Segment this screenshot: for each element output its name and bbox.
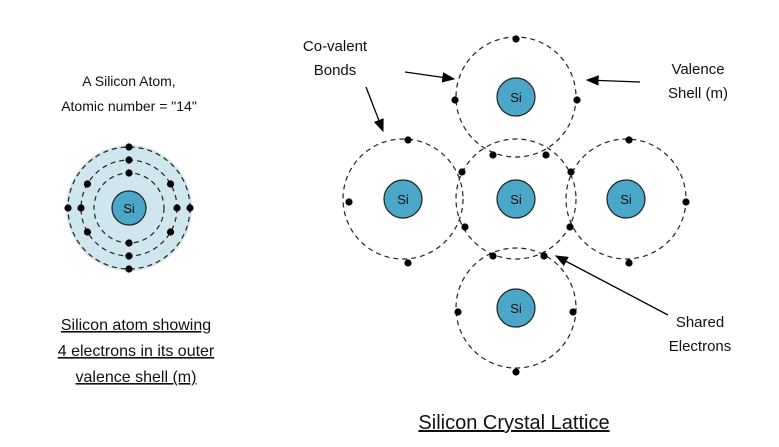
electron — [458, 168, 466, 176]
electron — [566, 223, 574, 231]
lattice-atom-left: Si — [342, 138, 464, 260]
electron — [573, 96, 581, 104]
nucleus — [496, 179, 536, 219]
electron — [404, 136, 412, 144]
electron — [625, 259, 633, 267]
valence-shell — [455, 247, 577, 369]
atom-caption-line2: Atomic number = "14" — [61, 98, 197, 114]
nucleus-symbol: Si — [397, 192, 409, 207]
nucleus — [111, 190, 147, 226]
electron — [166, 180, 175, 188]
electron — [77, 204, 85, 212]
electron — [83, 180, 92, 188]
electron — [125, 143, 133, 151]
electron — [567, 168, 575, 176]
atom-description-line2: 4 electrons in its outer — [58, 343, 215, 360]
electron — [125, 169, 133, 177]
electron — [173, 204, 181, 212]
lattice-atom-bottom: Si — [455, 247, 577, 369]
electron — [512, 35, 520, 43]
electron — [125, 265, 133, 273]
electron — [125, 156, 133, 164]
electron — [682, 198, 690, 206]
nucleus — [383, 179, 423, 219]
lattice-atom-right: Si — [565, 138, 687, 260]
covalent-arrow-2 — [365, 86, 384, 133]
electron — [186, 204, 194, 212]
electron — [83, 228, 92, 236]
nucleus-symbol: Si — [510, 90, 522, 105]
lattice-electrons — [345, 35, 690, 376]
electron — [404, 259, 412, 267]
nucleus-symbol: Si — [510, 192, 522, 207]
electron — [569, 308, 577, 316]
shared-label-line1: Shared — [676, 314, 724, 331]
electron — [540, 252, 548, 260]
covalent-label-line1: Co-valent — [303, 38, 368, 55]
lattice-title: Silicon Crystal Lattice — [418, 412, 609, 434]
valence-arrow — [585, 75, 641, 86]
electron — [64, 204, 72, 212]
electron — [489, 252, 497, 260]
atom-caption-line1: A Silicon Atom, — [82, 73, 175, 89]
valence-label-line2: Shell (m) — [668, 85, 728, 102]
nucleus-symbol: Si — [510, 301, 522, 316]
shared-arrow — [554, 255, 669, 316]
electron — [454, 308, 462, 316]
electron — [489, 151, 497, 159]
nucleus — [606, 179, 646, 219]
shared-label-line2: Electrons — [669, 338, 732, 355]
covalent-label-line2: Bonds — [314, 62, 357, 79]
electron — [451, 96, 459, 104]
electron — [125, 252, 133, 260]
nucleus-symbol: Si — [620, 192, 632, 207]
electron — [512, 368, 520, 376]
valence-label-line1: Valence — [671, 61, 724, 78]
electron — [625, 136, 633, 144]
electron — [542, 151, 550, 159]
valence-shell — [342, 138, 464, 260]
valence-shell — [455, 138, 577, 260]
nucleus-symbol: Si — [123, 201, 135, 216]
nucleus — [496, 288, 536, 328]
nucleus — [496, 77, 536, 117]
lattice-atom-center: Si — [455, 138, 577, 260]
atom-description-line1: Silicon atom showing — [61, 317, 211, 334]
single-atom-electrons — [64, 143, 194, 273]
electron — [461, 223, 469, 231]
electron — [125, 239, 133, 247]
covalent-arrow-1 — [404, 71, 456, 83]
atom-description-line3: valence shell (m) — [76, 369, 197, 386]
electron — [166, 228, 175, 236]
single-silicon-atom: Si — [64, 143, 194, 273]
electron — [345, 198, 353, 206]
